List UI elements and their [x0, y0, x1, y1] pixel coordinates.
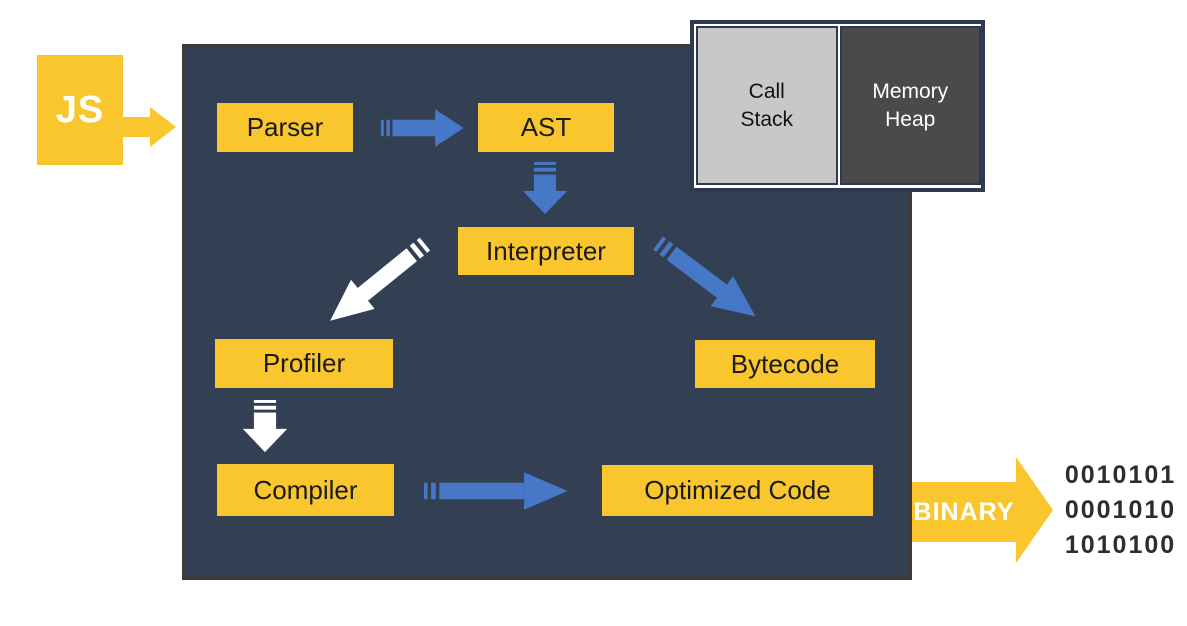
interpreter-to-profiler-arrow-icon: [330, 237, 431, 321]
node-bytecode: Bytecode: [695, 340, 875, 388]
node-ast-label: AST: [520, 112, 572, 142]
js-source-badge: JS: [37, 55, 123, 165]
node-compiler-label: Compiler: [253, 474, 358, 505]
node-parser-label: Parser: [246, 112, 324, 142]
binary-output-arrow-icon: [912, 457, 1053, 563]
node-optimized-code-label: Optimized Code: [644, 475, 831, 505]
node-interpreter-label: Interpreter: [486, 235, 606, 266]
ast-to-interpreter-arrow-icon: [522, 162, 568, 215]
profiler-to-compiler-arrow-icon: [242, 400, 288, 453]
binary-digits: 0010101 0001010 1010100: [1054, 458, 1187, 563]
node-optimized-code: Optimized Code: [602, 465, 873, 516]
js-to-parser-arrow-icon: [122, 107, 176, 147]
node-compiler: Compiler: [217, 464, 394, 516]
node-ast: AST: [478, 103, 614, 152]
binary-digits-line-1: 0010101: [1064, 461, 1177, 489]
runtime-panel: Call Stack Memory Heap: [690, 20, 985, 192]
node-interpreter: Interpreter: [458, 227, 634, 275]
js-source-label: JS: [55, 88, 105, 131]
interpreter-to-bytecode-arrow-icon: [653, 236, 756, 317]
binary-digits-line-2: 0001010: [1064, 496, 1177, 524]
memory-heap-box: Memory Heap: [839, 26, 981, 185]
node-profiler-label: Profiler: [262, 348, 346, 378]
binary-digits-line-3: 1010100: [1064, 531, 1177, 559]
compiler-to-optimized-code-arrow-icon: [424, 472, 568, 510]
memory-heap-label: Memory Heap: [872, 80, 949, 131]
parser-to-ast-arrow-icon: [381, 109, 464, 147]
binary-arrow-label: BINARY: [913, 497, 1015, 526]
call-stack-label: Call Stack: [740, 80, 794, 131]
node-bytecode-label: Bytecode: [730, 348, 840, 379]
node-parser: Parser: [217, 103, 353, 152]
node-profiler: Profiler: [215, 339, 393, 388]
call-stack-box: Call Stack: [696, 26, 838, 185]
